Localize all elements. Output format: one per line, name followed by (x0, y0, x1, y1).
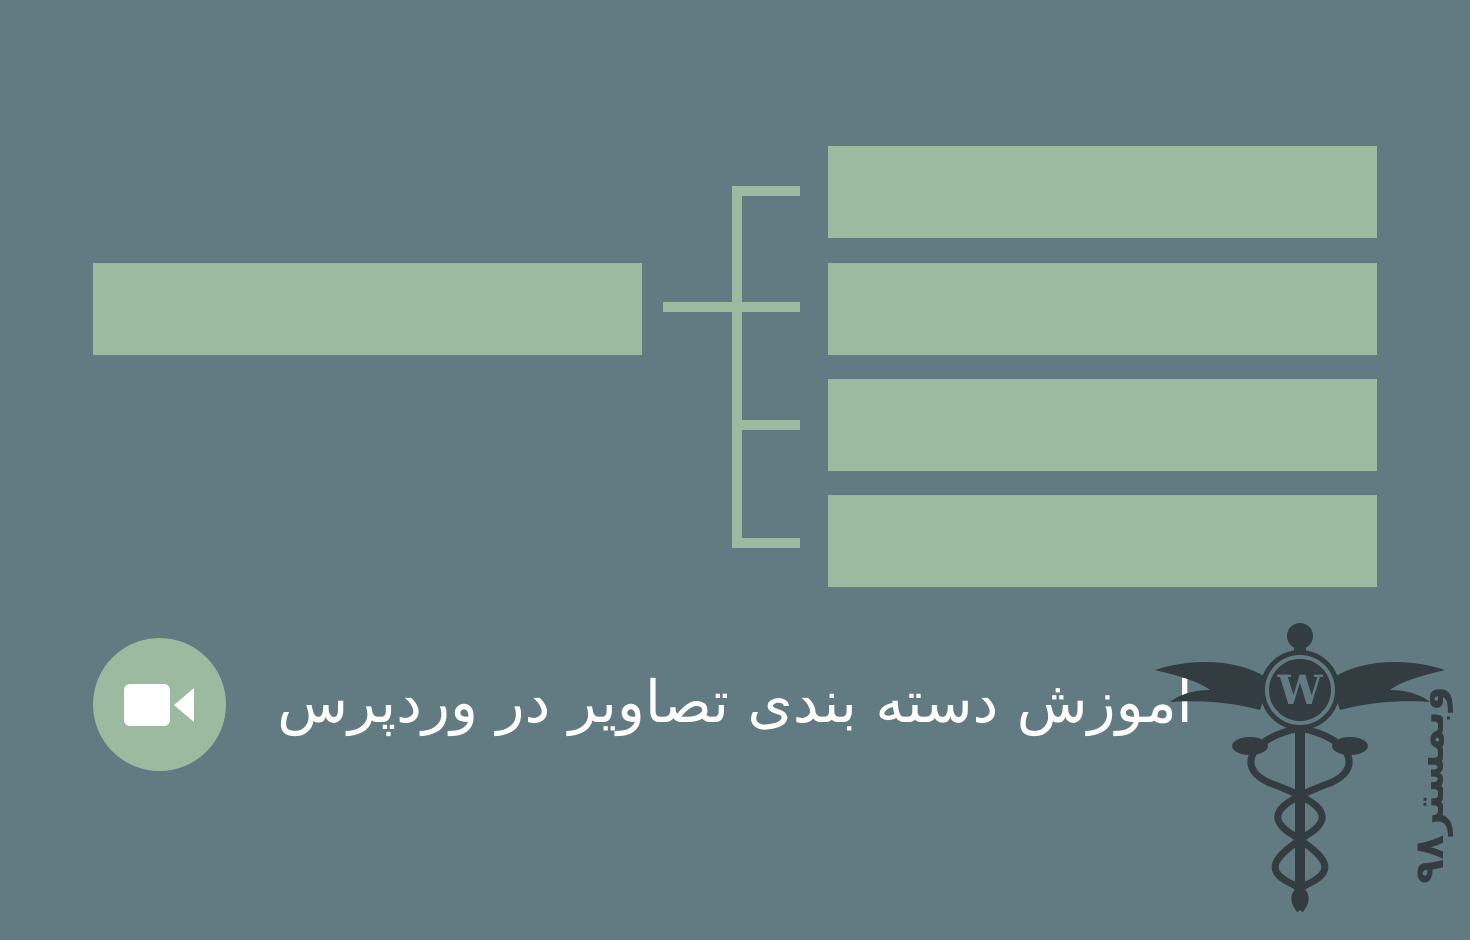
tree-connector (663, 186, 800, 548)
parent-category-block (93, 263, 642, 355)
page-title: آموزش دسته بندی تصاویر در وردپرس (277, 668, 1193, 736)
video-camera-icon (124, 684, 194, 726)
child-category-block (828, 379, 1377, 471)
wordpress-letter: W (1277, 667, 1324, 714)
child-category-block (828, 263, 1377, 355)
caduceus-logo-icon: W (1155, 623, 1445, 913)
child-category-block (828, 146, 1377, 238)
video-badge (93, 638, 226, 771)
child-category-block (828, 495, 1377, 587)
brand-name: وبمستر۹۸ (1407, 686, 1453, 884)
